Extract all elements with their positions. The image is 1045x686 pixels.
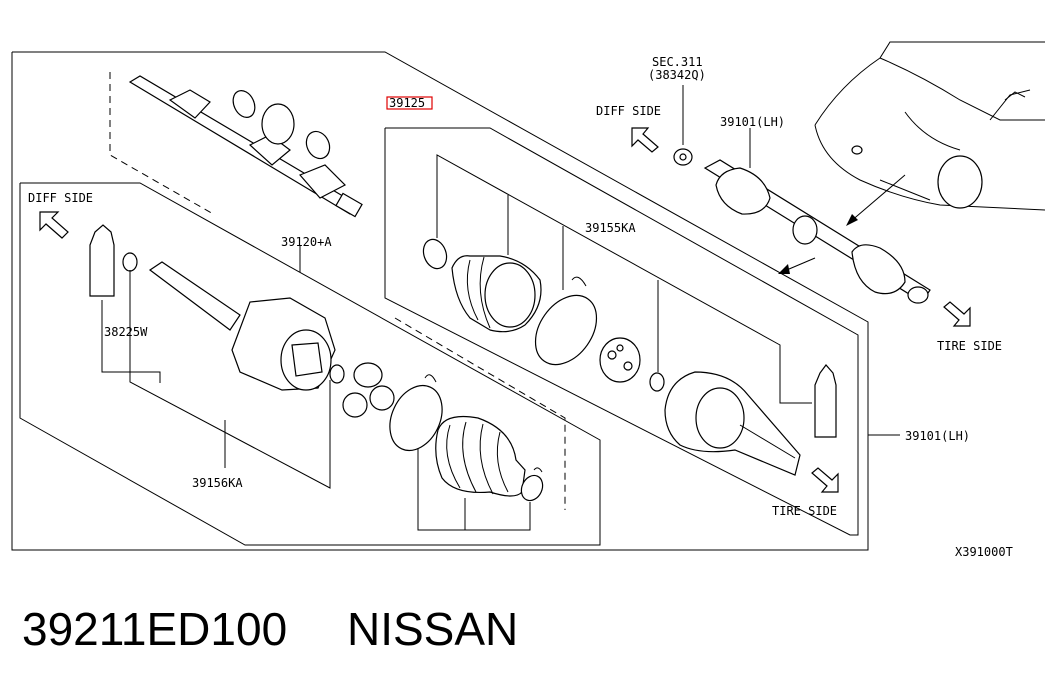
part-highlight-box	[386, 96, 433, 110]
boot-band-small-left	[520, 467, 544, 502]
tire-side-arrow-right	[943, 301, 971, 327]
label-sec311: SEC.311	[652, 55, 703, 69]
label-diff-side-left: DIFF SIDE	[28, 191, 93, 205]
pointer-arrow-line	[849, 174, 906, 223]
vehicle-outline	[814, 41, 1045, 211]
diagram-code: X391000T	[955, 545, 1013, 559]
leader-39155ka	[436, 154, 812, 404]
inboard-housing	[231, 297, 336, 391]
dashed-link-bottom	[394, 317, 566, 510]
label-39101-right: 39101(LH)	[905, 429, 970, 443]
boot-band-large-right	[534, 276, 598, 366]
inboard-boot	[435, 415, 526, 497]
label-tire-side-right: TIRE SIDE	[937, 339, 1002, 353]
center-arrow-head	[778, 264, 790, 274]
shaft-assembly-top	[128, 75, 363, 218]
label-39155ka: 39155KA	[585, 221, 636, 235]
outboard-joint	[664, 371, 801, 476]
grease-tube-right	[814, 364, 837, 438]
snap-ring-38225w	[122, 252, 138, 272]
inboard-shaft	[148, 261, 241, 331]
outer-frame	[11, 51, 869, 551]
pointer-arrow-head	[846, 214, 858, 226]
outboard-boot	[451, 255, 542, 333]
inboard-joint-panel	[19, 182, 601, 546]
caption-part-number: 39211ED100	[22, 603, 287, 655]
label-diff-side-top: DIFF SIDE	[596, 104, 661, 118]
diff-side-arrow-left	[39, 211, 69, 239]
dashed-link-top	[109, 72, 216, 216]
label-39120a: 39120+A	[281, 235, 332, 249]
inner-race	[599, 337, 641, 383]
label-39101-top: 39101(LH)	[720, 115, 785, 129]
hub-nut	[673, 148, 693, 166]
leader-38225w	[101, 300, 161, 383]
diff-side-arrow-top	[631, 127, 659, 153]
overview-axle	[703, 159, 931, 304]
circlip-inboard	[329, 364, 345, 384]
boot-band-large	[389, 374, 443, 452]
label-tire-side-bottom: TIRE SIDE	[772, 504, 837, 518]
label-39156ka: 39156KA	[192, 476, 243, 490]
leader-bottom-bands	[417, 448, 531, 531]
grease-tube-left	[89, 224, 115, 297]
leader-39156ka	[129, 270, 331, 489]
caption-brand: NISSAN	[347, 603, 518, 655]
label-sec-part: (38342Q)	[648, 68, 706, 82]
circlip-39125	[422, 238, 448, 270]
tripod-joint	[342, 362, 395, 418]
circlip-outboard	[649, 372, 665, 392]
outboard-joint-panel	[384, 127, 859, 536]
label-39125: 39125	[389, 96, 425, 110]
label-38225w: 38225W	[104, 325, 148, 339]
tire-side-arrow-bottom	[811, 467, 839, 493]
